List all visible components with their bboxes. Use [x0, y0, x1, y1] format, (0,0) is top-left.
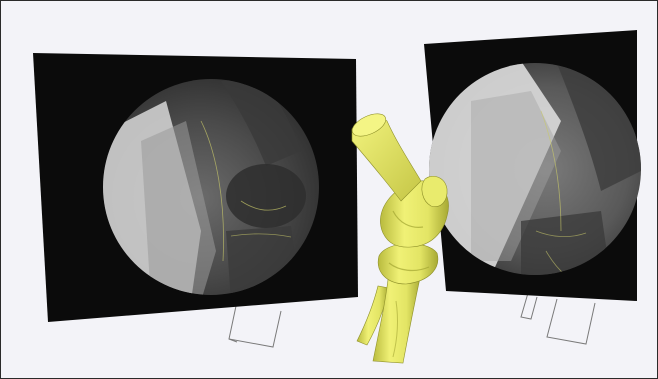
left-panel-stand — [229, 306, 281, 347]
right-fluoroscopy-panel — [424, 30, 641, 301]
left-fluoroscopy-panel — [33, 53, 358, 322]
tibial-plateau — [378, 244, 438, 284]
right-panel-stand — [521, 293, 595, 344]
